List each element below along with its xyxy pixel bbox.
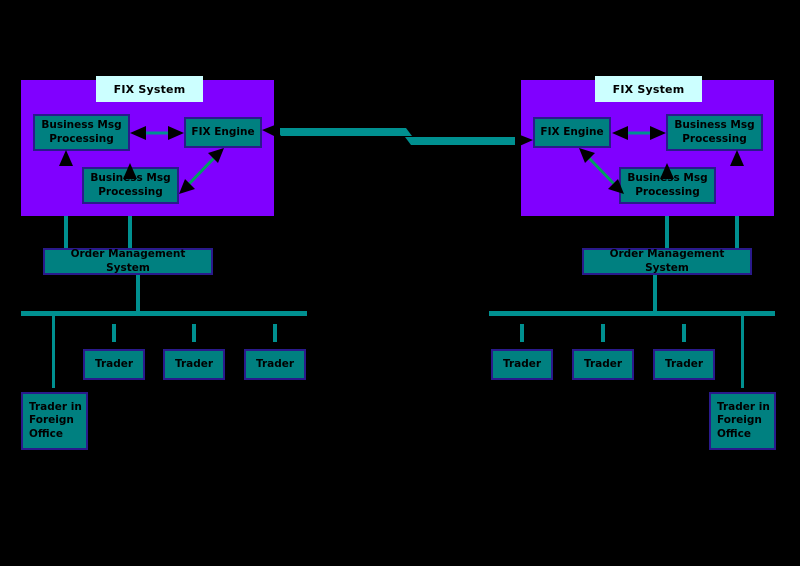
left-bus-to-foreign-trader-line bbox=[52, 316, 55, 388]
left-oms-to-bmp-lower-line bbox=[128, 216, 132, 248]
left-bus-to-trader-1-line bbox=[112, 324, 116, 342]
fix-session-link bbox=[262, 123, 533, 148]
right-business-msg-processing-upper[interactable]: Business Msg Processing bbox=[666, 114, 763, 151]
right-order-management-system[interactable]: Order Management System bbox=[582, 248, 752, 275]
right-fix-engine[interactable]: FIX Engine bbox=[533, 117, 611, 148]
left-fix-engine[interactable]: FIX Engine bbox=[184, 117, 262, 148]
left-bus-to-trader-3-line bbox=[273, 324, 277, 342]
right-oms-to-bmp-lower-line bbox=[665, 216, 669, 248]
left-fix-system-title: FIX System bbox=[96, 76, 203, 102]
left-trader-3[interactable]: Trader bbox=[244, 349, 306, 380]
right-oms-to-bmp-upper-line bbox=[735, 216, 739, 248]
left-trader-2[interactable]: Trader bbox=[163, 349, 225, 380]
right-trader-2[interactable]: Trader bbox=[572, 349, 634, 380]
right-oms-to-bus-line bbox=[653, 275, 657, 313]
right-trader-in-foreign-office[interactable]: Trader in Foreign Office bbox=[709, 392, 776, 450]
right-bus-to-trader-2-line bbox=[601, 324, 605, 342]
left-oms-to-bus-line bbox=[136, 275, 140, 313]
right-fix-system-title: FIX System bbox=[595, 76, 702, 102]
right-business-msg-processing-lower[interactable]: Business Msg Processing bbox=[619, 167, 716, 204]
left-business-msg-processing-lower[interactable]: Business Msg Processing bbox=[82, 167, 179, 204]
right-network-bus bbox=[489, 311, 775, 316]
right-bus-to-trader-1-line bbox=[520, 324, 524, 342]
left-order-management-system[interactable]: Order Management System bbox=[43, 248, 213, 275]
right-trader-1[interactable]: Trader bbox=[491, 349, 553, 380]
left-business-msg-processing-upper[interactable]: Business Msg Processing bbox=[33, 114, 130, 151]
right-trader-3[interactable]: Trader bbox=[653, 349, 715, 380]
left-bus-to-trader-2-line bbox=[192, 324, 196, 342]
right-bus-to-foreign-trader-line bbox=[741, 316, 744, 388]
left-oms-to-bmp-upper-line bbox=[64, 216, 68, 248]
left-trader-in-foreign-office[interactable]: Trader in Foreign Office bbox=[21, 392, 88, 450]
left-network-bus bbox=[21, 311, 307, 316]
left-trader-1[interactable]: Trader bbox=[83, 349, 145, 380]
right-bus-to-trader-3-line bbox=[682, 324, 686, 342]
